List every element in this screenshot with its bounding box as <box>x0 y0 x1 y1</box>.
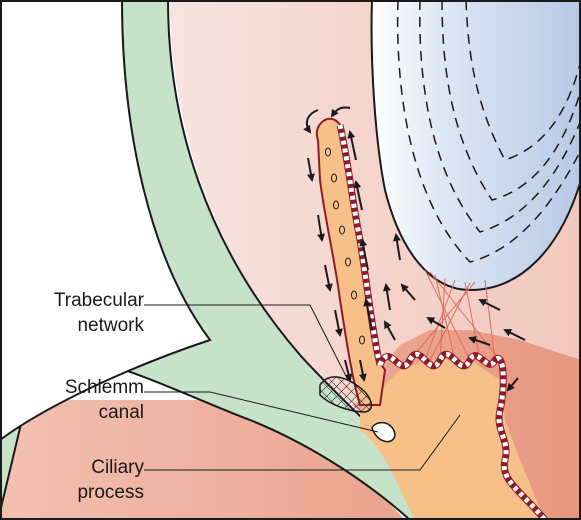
label-schlemm-line1: Schlemm <box>65 375 144 400</box>
label-trabecular-line2: network <box>77 313 144 338</box>
label-ciliary-line2: process <box>77 480 144 505</box>
label-schlemm-canal: Schlemm canal <box>20 375 144 425</box>
label-trabecular-network: Trabecular network <box>20 288 144 338</box>
label-trabecular-line1: Trabecular <box>54 288 144 313</box>
label-ciliary-line1: Ciliary <box>91 455 144 480</box>
label-schlemm-line2: canal <box>99 400 144 425</box>
label-ciliary-process: Ciliary process <box>20 455 144 505</box>
